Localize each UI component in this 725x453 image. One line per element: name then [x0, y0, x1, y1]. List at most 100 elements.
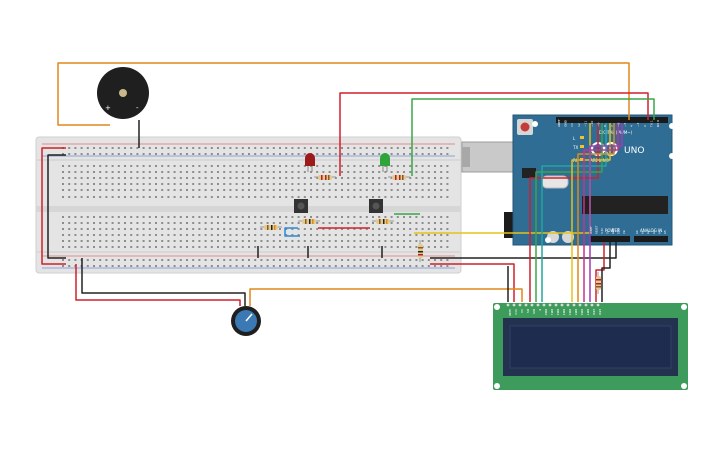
- analog-pin-label: A2: [646, 230, 650, 234]
- power-pin-label: 3.3V: [600, 228, 604, 234]
- digital-pin-label: ~11: [583, 121, 587, 127]
- push-button-2[interactable]: [369, 199, 383, 213]
- wire-orange-buzzer-to-pin: [57, 62, 630, 126]
- piezo-buzzer[interactable]: + -: [97, 67, 149, 119]
- analog-pin-label: A5: [663, 230, 667, 234]
- wire-red-lcd-led: [595, 242, 605, 302]
- lcd-pin[interactable]: [566, 303, 570, 307]
- lcd-pin[interactable]: [530, 303, 534, 307]
- resistor-button-2[interactable]: [298, 219, 320, 224]
- wire-black-pot: [81, 258, 246, 306]
- lcd-screen: [509, 325, 672, 369]
- analog-pin-label: A0: [635, 230, 639, 234]
- digital-label: DIGITAL (PWM~): [599, 130, 633, 135]
- wires: [41, 62, 655, 306]
- lcd-pin-label: E: [538, 309, 542, 311]
- wire-black-lcd-led: [601, 242, 611, 302]
- wire-green-led-to-pin: [411, 98, 655, 176]
- digital-pin-label: 13: [570, 123, 574, 127]
- lcd-pin[interactable]: [506, 303, 510, 307]
- resistor-vertical[interactable]: [418, 240, 423, 262]
- lcd-pin[interactable]: [584, 303, 588, 307]
- wire-black-rail-left: [47, 154, 66, 259]
- lcd-pin[interactable]: [542, 303, 546, 307]
- analog-pin-label: A4: [657, 230, 661, 234]
- digital-pin-label: ~6: [616, 122, 620, 127]
- atmega-chip: [582, 196, 668, 214]
- lcd-pin[interactable]: [524, 303, 528, 307]
- breadboard[interactable]: [35, 136, 462, 274]
- l-led-label: L: [573, 136, 576, 141]
- lcd-pin-label: DB5: [574, 309, 578, 315]
- digital-pin-label: TX 1: [649, 120, 653, 128]
- wire-orange-pot-v0: [249, 288, 523, 306]
- power-pin-label: IOREF: [589, 226, 593, 234]
- push-button-1[interactable]: [294, 199, 308, 213]
- lcd-pin-label: DB4: [568, 309, 572, 315]
- digital-pin-label: 8: [603, 125, 607, 127]
- power-pin-label: GND: [617, 228, 621, 234]
- wire-teal-lcd: [541, 123, 607, 302]
- resistor-button-3[interactable]: [372, 219, 394, 224]
- resistor-led-red[interactable]: [314, 175, 336, 180]
- digital-pin-label: AREF: [557, 119, 561, 127]
- power-pin-label: RESET: [595, 225, 599, 234]
- lcd-pin[interactable]: [518, 303, 522, 307]
- potentiometer[interactable]: [231, 306, 261, 336]
- resistor-button-1[interactable]: [260, 225, 282, 230]
- lcd-pin[interactable]: [560, 303, 564, 307]
- tx-label: TX: [572, 145, 578, 150]
- lcd-pin[interactable]: [536, 303, 540, 307]
- usb-connector: [461, 141, 521, 173]
- lcd-pin[interactable]: [572, 303, 576, 307]
- red-led[interactable]: [305, 153, 315, 172]
- digital-pin-label: 12: [577, 123, 581, 127]
- buzzer-minus-label: -: [136, 104, 139, 112]
- green-led[interactable]: [380, 153, 390, 172]
- digital-pin-label: ~10: [590, 121, 594, 127]
- resistor-lcd-backlight[interactable]: [596, 272, 601, 294]
- lcd-pin-label: LED: [592, 309, 596, 316]
- arduino-uno-board[interactable]: UNO ARDUINO DIGITAL (PWM~) POWER ANALOG …: [461, 114, 675, 246]
- power-pin-label: 5V: [606, 230, 610, 234]
- analog-label: ANALOG IN: [640, 228, 662, 233]
- lcd-pin-label: RS: [526, 309, 530, 313]
- lcd-pin[interactable]: [578, 303, 582, 307]
- digital-header: [556, 117, 668, 123]
- digital-pin-label: ~5: [623, 122, 627, 127]
- analog-pin-label: A1: [641, 230, 645, 234]
- lcd-pin[interactable]: [590, 303, 594, 307]
- analog-header: [634, 236, 668, 242]
- lcd-pin-label: GND: [508, 309, 512, 317]
- resistor-led-green[interactable]: [388, 175, 410, 180]
- analog-pin-label: A3: [652, 230, 656, 234]
- breadboard-rail-lines: [42, 143, 455, 269]
- wire-purple-lcd: [589, 123, 623, 302]
- digital-pin-label: GND: [564, 119, 568, 127]
- lcd-pin[interactable]: [554, 303, 558, 307]
- buzzer-plus-label: +: [105, 104, 111, 112]
- lcd-pin[interactable]: [548, 303, 552, 307]
- lcd-pin-label: DB1: [550, 309, 554, 315]
- lcd-pin-label: DB3: [562, 309, 566, 315]
- power-pin-label: Vin: [622, 230, 626, 234]
- lcd-pin-label: V0: [520, 309, 524, 313]
- wire-red-led-to-pin: [339, 92, 649, 176]
- wire-black-gnd: [430, 242, 617, 259]
- wire-green-lcd-e: [535, 123, 603, 302]
- lcd-pin-label: LED: [598, 309, 602, 316]
- lcd-pin-label: RW: [532, 309, 536, 314]
- digital-pin-label: RX 0: [656, 120, 660, 127]
- lcd-pin[interactable]: [512, 303, 516, 307]
- breadboard-holes: [62, 147, 449, 267]
- wire-orange-lcd: [577, 123, 615, 302]
- lcd-pin[interactable]: [596, 303, 600, 307]
- resistors: [260, 175, 601, 294]
- power-pin-label: GND: [611, 228, 615, 234]
- power-label: POWER: [605, 228, 620, 233]
- wire-red-pot: [75, 264, 241, 306]
- wire-magenta-lcd: [583, 123, 619, 302]
- lcd-pin-label: DB7: [586, 309, 590, 315]
